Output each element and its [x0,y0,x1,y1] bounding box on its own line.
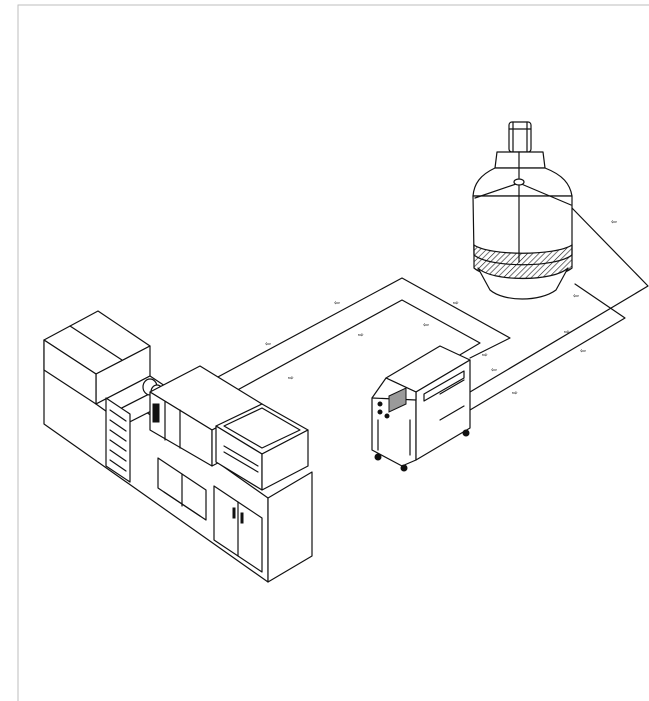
pipe-network [215,207,649,411]
controller-wheel [400,464,408,472]
pipe-tower-outer [469,207,649,393]
pipe-supply-outer [215,277,511,379]
machine-base-side [267,471,313,583]
flow-arrow-icon: ⇨ [482,351,488,359]
tower-basin [477,267,569,300]
flow-arrow-icon: ⇨ [512,389,518,397]
flow-arrow-icon: ⇨ [288,374,294,382]
flow-arrow-icon: ⇦ [573,292,579,300]
flow-arrow-icon: ⇨ [453,299,459,307]
flow-arrow-icon: ⇦ [334,299,340,307]
flow-arrow-icon: ⇦ [491,366,497,374]
controller-wheel [374,453,382,461]
flow-arrows: ⇦ ⇦ ⇨ ⇨ ⇨ ⇦ ⇨ ⇦ ⇨ ⇨ ⇦ ⇦ ⇦ [265,218,617,397]
mold-temperature-controller [371,345,471,472]
flow-arrow-icon: ⇦ [423,321,429,329]
flow-arrow-icon: ⇦ [265,340,271,348]
controller-wheel [462,429,470,437]
pipe-return-inner [231,299,481,394]
machine-vent-grille [105,397,131,483]
flow-arrow-icon: ⇦ [580,347,586,355]
cooling-tower [472,121,573,300]
pipe-tower-inner [469,283,626,411]
tower-motor [508,121,532,153]
flow-arrow-icon: ⇦ [611,218,617,226]
controller-screen [388,387,407,413]
tower-cap [494,151,546,169]
flow-arrow-icon: ⇨ [358,331,364,339]
flow-arrow-icon: ⇨ [564,328,570,336]
injection-molding-machine [43,310,313,583]
